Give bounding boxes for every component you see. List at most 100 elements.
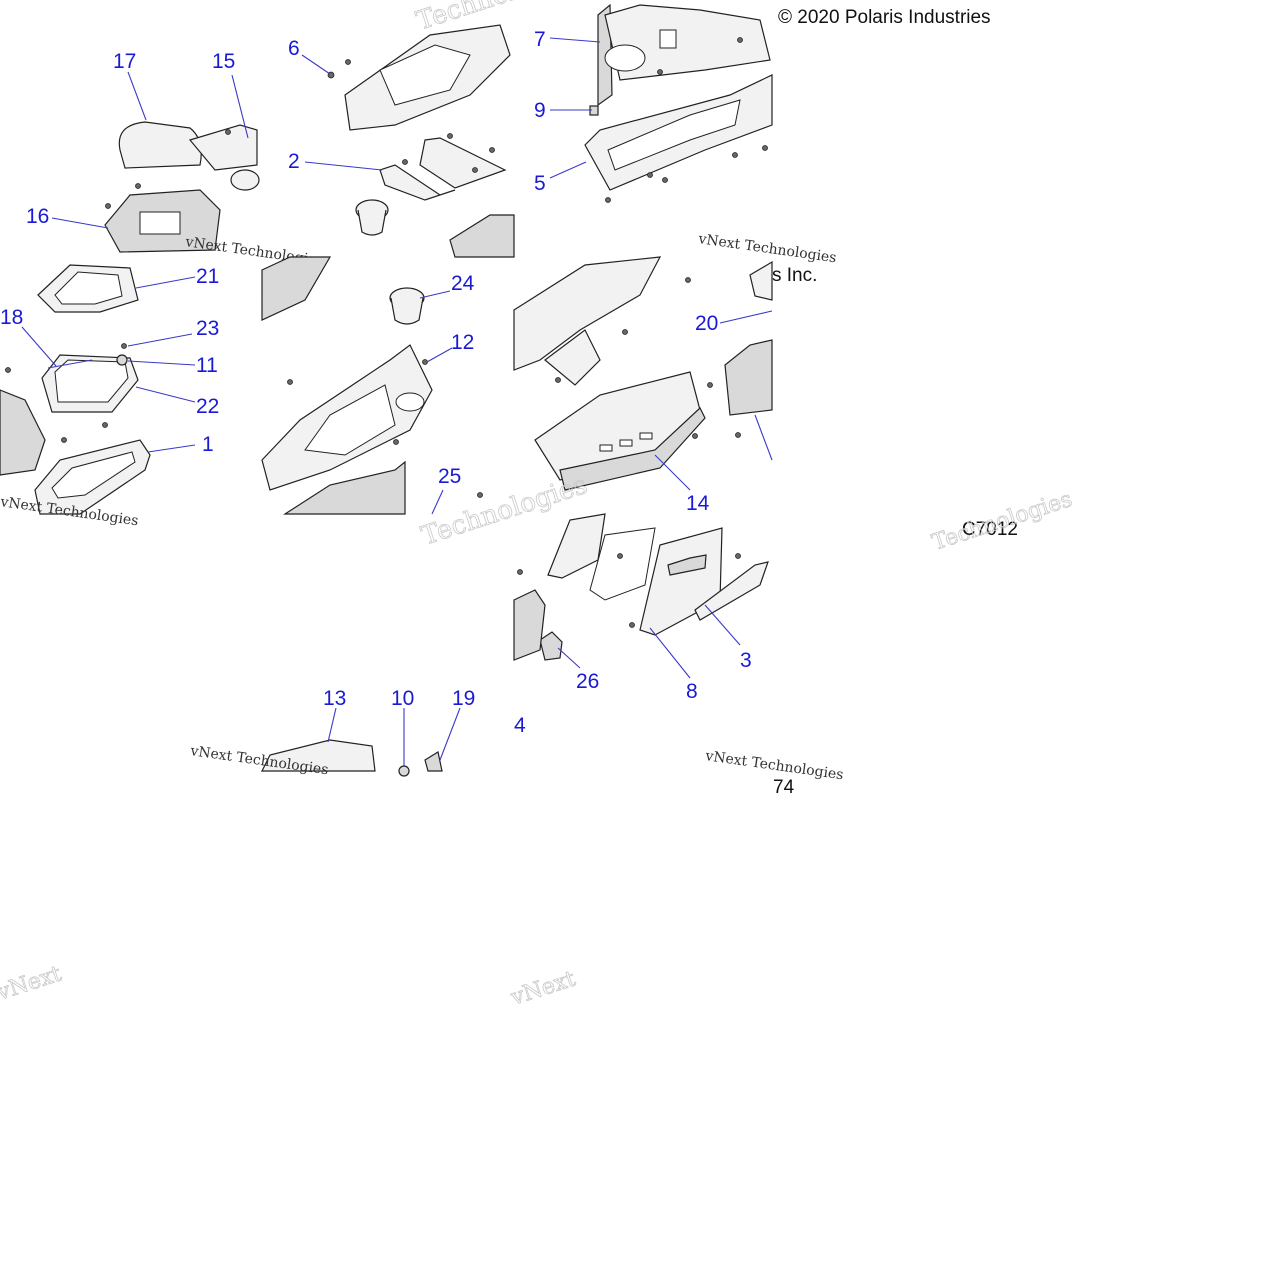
page-number-fragment: 74 xyxy=(773,777,795,798)
lid-recess-21 xyxy=(54,271,123,305)
callout-15: 15 xyxy=(212,50,235,73)
screw xyxy=(685,277,691,283)
callout-13: 13 xyxy=(323,687,346,710)
callout-5: 5 xyxy=(534,172,546,195)
glove-box-part-13 xyxy=(261,739,376,772)
bracket-part-2b xyxy=(419,137,507,189)
callout-19: 19 xyxy=(452,687,475,710)
cup-holder-body-24 xyxy=(390,297,424,325)
callout-20: 20 xyxy=(695,312,718,335)
cup-holder-body xyxy=(357,209,387,236)
screw xyxy=(617,553,623,559)
watermark-text: vNext xyxy=(507,967,579,1012)
vent-slot xyxy=(639,432,653,440)
tile-middle-left: 21 23 11 22 1 18 vNext Technologies xyxy=(0,264,219,529)
screw xyxy=(105,203,111,209)
side-panel-part-20 xyxy=(724,339,773,416)
screw xyxy=(762,145,768,151)
callout-14: 14 xyxy=(686,492,710,515)
screw xyxy=(287,379,293,385)
trim-strip-part-3 xyxy=(694,561,769,621)
tile-middle-center: 24 12 25 xyxy=(261,256,483,515)
screw xyxy=(121,343,127,349)
callout-3: 3 xyxy=(740,649,752,672)
screw xyxy=(707,382,713,388)
screw xyxy=(345,59,351,65)
cup-opening xyxy=(395,392,425,412)
bracket-part-2 xyxy=(379,164,456,201)
gasket-frame xyxy=(547,513,606,579)
screw xyxy=(102,422,108,428)
screw xyxy=(737,37,743,43)
lower-panel xyxy=(282,460,406,515)
callout-21: 21 xyxy=(196,265,219,288)
screw xyxy=(735,553,741,559)
callout-22: 22 xyxy=(196,395,219,418)
bumper-part-10 xyxy=(398,765,410,777)
callout-8: 8 xyxy=(686,680,698,703)
callout-10: 10 xyxy=(391,687,414,710)
screw xyxy=(447,133,453,139)
vent-slot xyxy=(599,444,613,452)
callout-6: 6 xyxy=(288,37,300,60)
tile-bottom-right: 8 3 26 4 vNext Technologies xyxy=(513,513,844,783)
dash-opening-5 xyxy=(607,99,741,171)
gasket-part xyxy=(589,527,656,601)
dash-rail-lower xyxy=(544,329,601,386)
watermark-text: Technologies xyxy=(929,487,1075,556)
screw xyxy=(402,159,408,165)
side-vent-part-4 xyxy=(513,589,546,661)
callout-18: 18 xyxy=(0,306,23,329)
dash-rail xyxy=(513,256,662,371)
copyright-fragment: s Inc. xyxy=(772,265,817,286)
screw xyxy=(662,177,668,183)
cup-opening-7 xyxy=(604,44,646,72)
callout-11: 11 xyxy=(196,354,218,377)
console-part-7 xyxy=(604,4,771,81)
glove-box-face-14 xyxy=(559,407,706,491)
tray-part-15 xyxy=(188,124,258,171)
screw xyxy=(647,172,653,178)
screw xyxy=(472,167,478,173)
screw xyxy=(5,367,11,373)
door-handle-recess xyxy=(667,554,707,576)
callout-23: 23 xyxy=(196,317,219,340)
watermark-text: vNext Technologies xyxy=(696,231,837,266)
callout-7: 7 xyxy=(534,28,546,51)
callout-9: 9 xyxy=(534,99,546,122)
console-opening xyxy=(379,44,471,106)
tile-top-left: 17 15 16 vNext Technologies xyxy=(26,50,324,269)
upper-panel xyxy=(261,256,332,321)
screw xyxy=(225,129,231,135)
callout-26: 26 xyxy=(576,670,599,693)
dash-opening-16 xyxy=(139,211,181,235)
switch-slot xyxy=(659,29,677,49)
screw xyxy=(622,329,628,335)
screw xyxy=(732,152,738,158)
screw xyxy=(422,359,428,365)
callout-24: 24 xyxy=(451,272,475,295)
bin-opening-22 xyxy=(54,359,129,403)
screw xyxy=(629,622,635,628)
screw xyxy=(555,377,561,383)
copyright-text: © 2020 Polaris Industries xyxy=(778,7,991,28)
tile-bottom-center: 13 10 19 vNext Technologies xyxy=(188,687,475,778)
screw xyxy=(735,432,741,438)
callout-4: 4 xyxy=(514,714,526,737)
screw xyxy=(393,439,399,445)
side-housing xyxy=(0,389,46,476)
rod-part-18 xyxy=(47,359,93,369)
vent-slot xyxy=(619,439,633,447)
latch-part-19 xyxy=(424,751,443,772)
cup-part-15 xyxy=(230,169,260,191)
screw xyxy=(489,147,495,153)
tile-top-right: 7 9 5 vNext Technologies xyxy=(534,3,837,266)
side-cap-part-20 xyxy=(749,260,773,301)
screw xyxy=(477,492,483,498)
console-opening-frame xyxy=(304,384,396,456)
watermark-text: vNext xyxy=(0,962,65,1007)
callout-17: 17 xyxy=(113,50,136,73)
drawing-code: C7012 xyxy=(962,519,1018,540)
screw xyxy=(657,69,663,75)
